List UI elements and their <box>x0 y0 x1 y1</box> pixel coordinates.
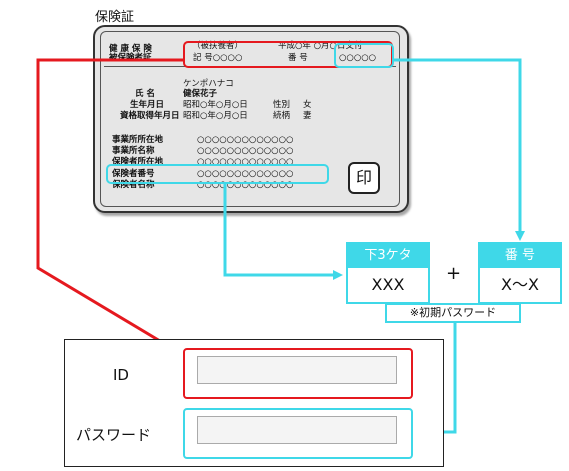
card-kana: ケンポハナコ <box>183 79 234 89</box>
card-acq-label: 資格取得年月日 <box>120 111 180 121</box>
card-header-line1: 健 康 保 険 <box>109 44 152 54</box>
card-row-value: ○○○○○○○○○○○○○ <box>197 146 294 156</box>
card-birth-value: 昭和○年○月○日 <box>183 100 248 110</box>
lower3-box: 下3ケタ XXX <box>346 242 430 304</box>
card-birth-label: 生年月日 <box>130 100 165 110</box>
card-row-label: 事業所名称 <box>112 146 155 156</box>
card-row-value: ○○○○○○○○○○○○○ <box>197 180 294 190</box>
lower3-head: 下3ケタ <box>348 244 428 268</box>
insurer-number-highlight <box>106 164 329 184</box>
card-row-label: 保険者所在地 <box>112 157 164 167</box>
card-name-value: 健保花子 <box>183 89 218 99</box>
number-head: 番 号 <box>480 244 560 268</box>
card-row-label: 保険者名称 <box>112 180 155 190</box>
password-label: パスワード <box>76 426 152 444</box>
password-input[interactable] <box>197 416 397 444</box>
card-number-value: ○○○○○ <box>339 53 377 63</box>
lower3-arrow <box>223 184 343 280</box>
id-arrow <box>36 58 183 355</box>
card-header-line2: 被保険者証 <box>109 53 152 63</box>
card-row-value: ○○○○○○○○○○○○○ <box>197 157 294 167</box>
card-name-label: 氏 名 <box>135 89 155 99</box>
id-label: ID <box>113 366 129 384</box>
password-field-frame <box>183 408 413 459</box>
card-row-label: 保険者番号 <box>112 169 155 179</box>
plus-sign: + <box>446 263 462 284</box>
initial-password-note: ※初期パスワード <box>385 303 521 323</box>
card-row-label: 事業所所在地 <box>112 135 164 145</box>
insurance-card-inner <box>100 31 400 207</box>
id-field-frame <box>183 348 413 399</box>
card-issue-date: 平成○年 ○月○日交付 <box>278 41 363 51</box>
card-acq-value: 昭和○年○月○日 <box>183 111 248 121</box>
number-highlight <box>334 43 394 68</box>
card-number-label: 番 号 <box>288 53 308 63</box>
number-box: 番 号 X～X <box>478 242 562 304</box>
card-symbol: 記 号○○○○ <box>193 53 243 63</box>
card-row-value: ○○○○○○○○○○○○○ <box>197 135 294 145</box>
card-rel-value: 妻 <box>303 111 312 121</box>
id-input[interactable] <box>197 356 397 384</box>
card-sex-label: 性別 <box>273 100 291 110</box>
card-rel-label: 続柄 <box>273 111 291 121</box>
number-value: X～X <box>501 275 539 294</box>
seal-stamp: 印 <box>348 162 380 194</box>
card-row-value: ○○○○○○○○○○○○○ <box>197 169 294 179</box>
number-arrow <box>394 58 525 241</box>
card-sex-value: 女 <box>303 100 312 110</box>
card-title: 保険証 <box>95 10 135 25</box>
lower3-value: XXX <box>371 275 405 294</box>
card-insured: （被扶養者） <box>192 41 244 51</box>
